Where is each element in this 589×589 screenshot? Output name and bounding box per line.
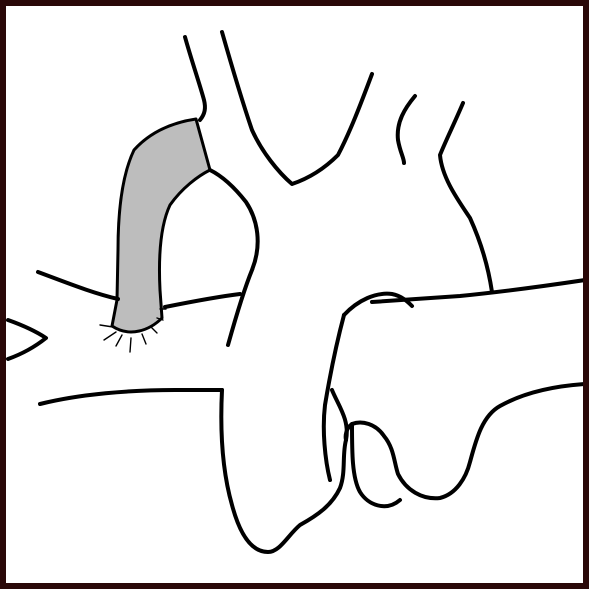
pulmonary-artery-lower-wall — [40, 390, 222, 404]
graft-junction-wall — [210, 170, 258, 345]
brachiocephalic-trunk-right-wall — [222, 32, 372, 184]
pulmonary-artery-upper-wall — [38, 272, 118, 299]
right-pulmonary-lower-wall — [346, 384, 583, 498]
pulmonary-artery-upper-wall-right — [165, 294, 240, 307]
left-subclavian-artery — [440, 103, 492, 292]
aortic-lower-lobe — [352, 424, 400, 506]
heart-vessels-diagram — [6, 6, 583, 583]
right-pulmonary-upper-wall — [372, 280, 583, 302]
aortic-arch-right-upper — [344, 294, 412, 315]
left-common-carotid — [398, 96, 415, 163]
diagram-panel — [6, 6, 583, 583]
pulmonary-artery-left-end — [8, 320, 46, 359]
brachiocephalic-trunk — [185, 37, 205, 120]
